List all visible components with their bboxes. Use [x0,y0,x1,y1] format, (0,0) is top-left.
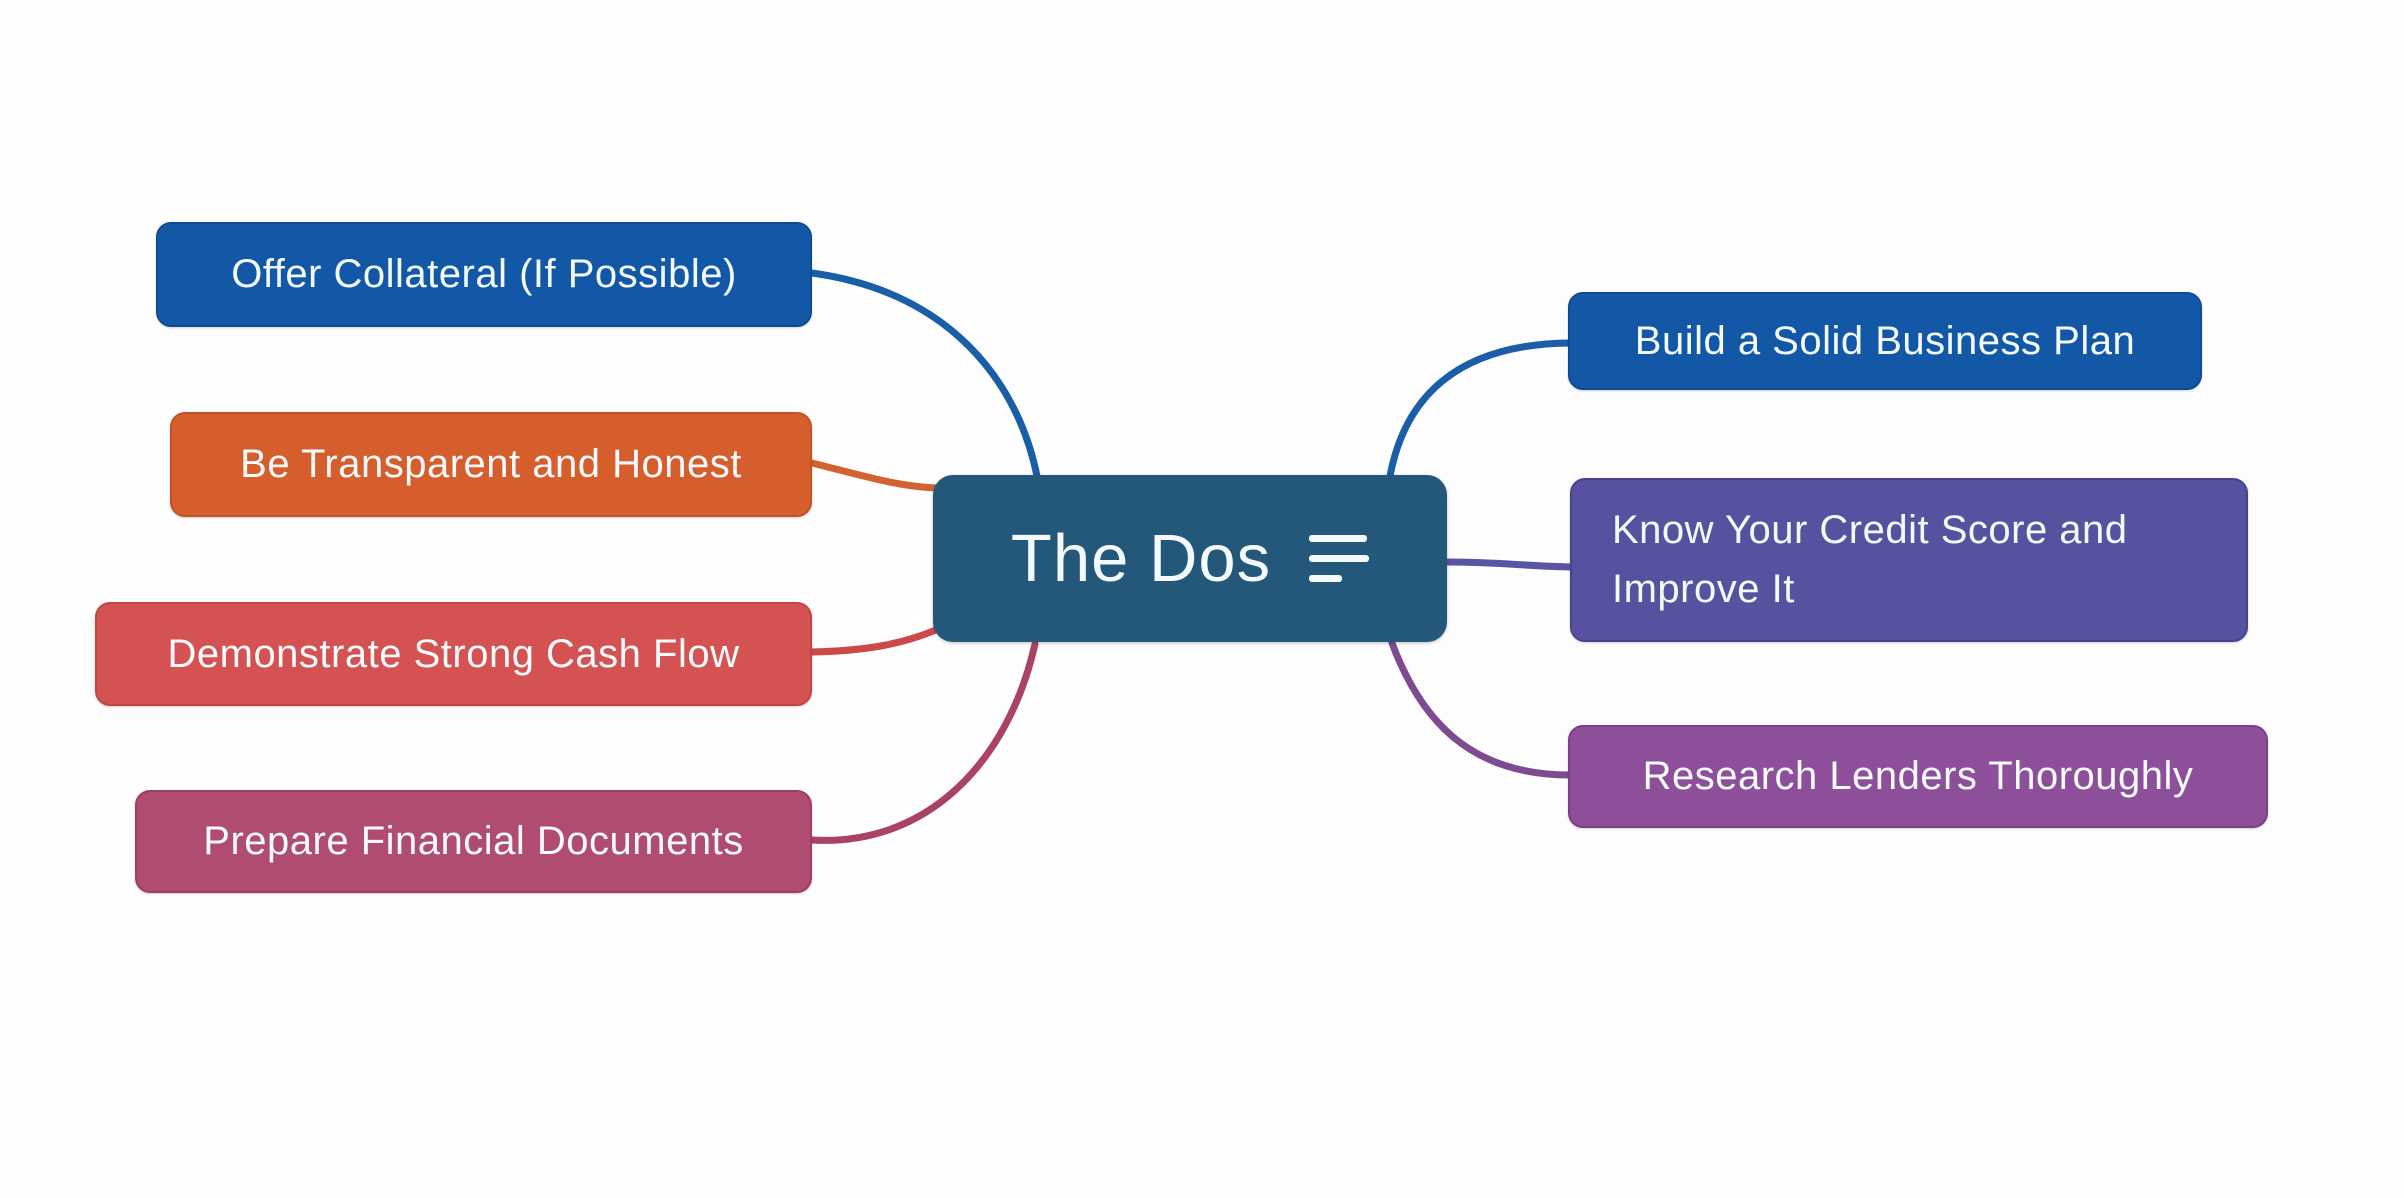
notes-lines-icon[interactable] [1309,535,1370,582]
connector-business-plan [1386,339,1574,480]
branch-label: Prepare Financial Documents [203,819,744,863]
connector-research-lenders [1388,639,1574,779]
branch-label: Be Transparent and Honest [240,442,742,486]
branch-node-demonstrate-cash-flow[interactable]: Demonstrate Strong Cash Flow [95,602,812,706]
branch-node-business-plan[interactable]: Build a Solid Business Plan [1568,292,2202,390]
branch-node-credit-score[interactable]: Know Your Credit Score and Improve It [1570,478,2248,642]
branch-label: Demonstrate Strong Cash Flow [167,631,740,676]
branch-node-prepare-documents[interactable]: Prepare Financial Documents [135,790,812,893]
branch-label: Build a Solid Business Plan [1634,318,2136,363]
connector-prepare-documents [808,640,1039,844]
center-node-the-dos[interactable]: The Dos [933,475,1447,642]
branch-node-offer-collateral[interactable]: Offer Collateral (If Possible) [156,222,812,327]
branch-label: Offer Collateral (If Possible) [231,252,737,296]
branch-node-be-transparent[interactable]: Be Transparent and Honest [170,412,812,517]
connector-be-transparent [808,459,942,492]
branch-label: Know Your Credit Score and Improve It [1612,508,2128,611]
branch-node-research-lenders[interactable]: Research Lenders Thoroughly [1568,725,2268,828]
center-node-title: The Dos [1010,521,1272,596]
connector-demonstrate-cash-flow [808,625,942,656]
branch-label: Research Lenders Thoroughly [1642,754,2194,798]
connector-credit-score [1443,558,1576,571]
connector-offer-collateral [808,269,1041,480]
